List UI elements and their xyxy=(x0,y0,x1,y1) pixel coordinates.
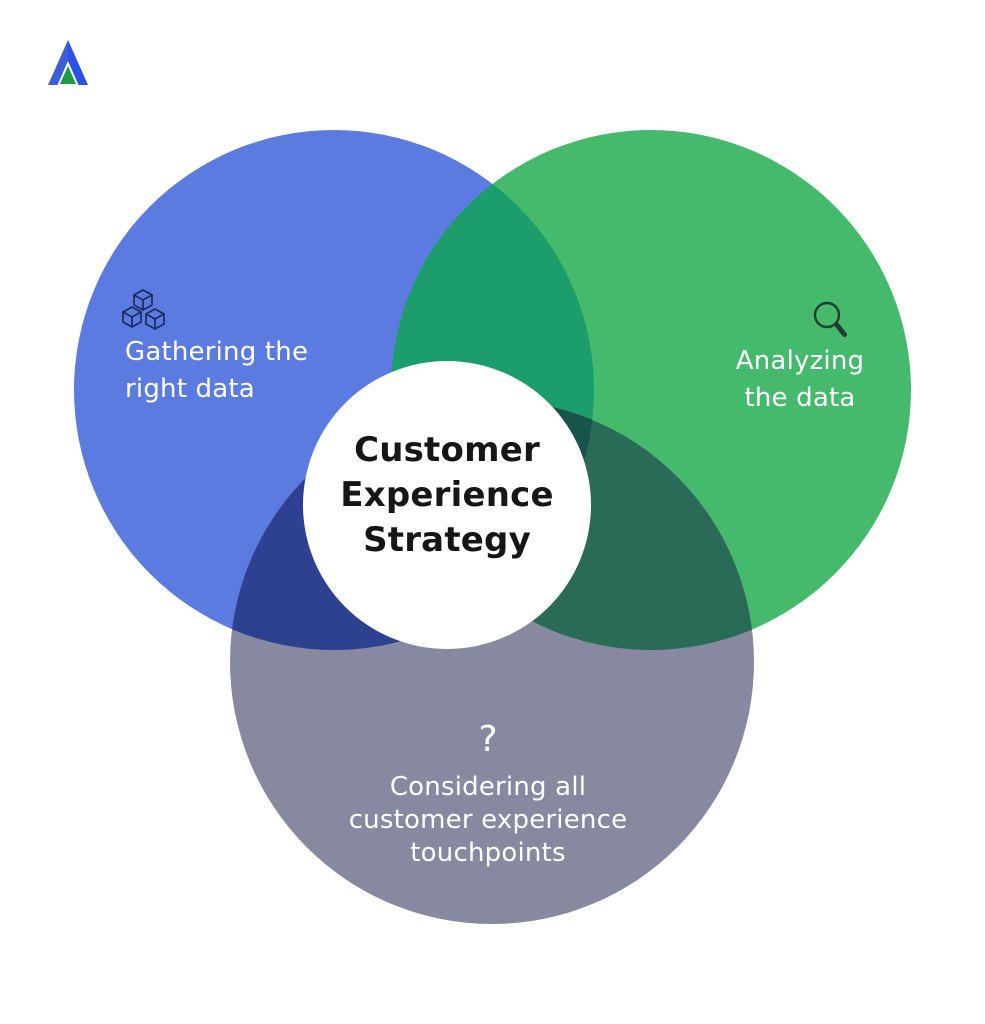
label-analyzing-line1: Analyzing xyxy=(735,346,865,376)
center-title: Customer Experience Strategy xyxy=(287,428,607,563)
label-touchpoints: Considering all customer experience touc… xyxy=(338,771,638,870)
label-gathering-line1: Gathering the xyxy=(125,337,309,367)
label-touchpoints-line3: touchpoints xyxy=(410,838,566,868)
center-title-line2: Experience xyxy=(340,475,554,515)
cubes-icon xyxy=(121,289,169,333)
label-gathering-line2: right data xyxy=(125,374,255,404)
brand-logo-icon xyxy=(48,40,88,85)
magnifier-icon xyxy=(810,300,852,344)
label-touchpoints-line1: Considering all xyxy=(389,772,587,802)
cubes-icon-svg xyxy=(122,289,165,330)
magnifier-icon-svg xyxy=(813,301,847,337)
label-analyzing-data: Analyzing the data xyxy=(700,343,900,417)
center-circle xyxy=(303,361,591,649)
label-gathering-data: Gathering the right data xyxy=(125,334,355,408)
center-title-line3: Strategy xyxy=(363,520,531,560)
logo-inner-triangle xyxy=(60,66,76,84)
question-mark-icon: ? xyxy=(478,719,498,760)
center-title-line1: Customer xyxy=(354,430,540,470)
label-touchpoints-line2: customer experience xyxy=(348,805,628,835)
brand-logo xyxy=(46,38,90,88)
label-analyzing-line2: the data xyxy=(744,383,856,413)
